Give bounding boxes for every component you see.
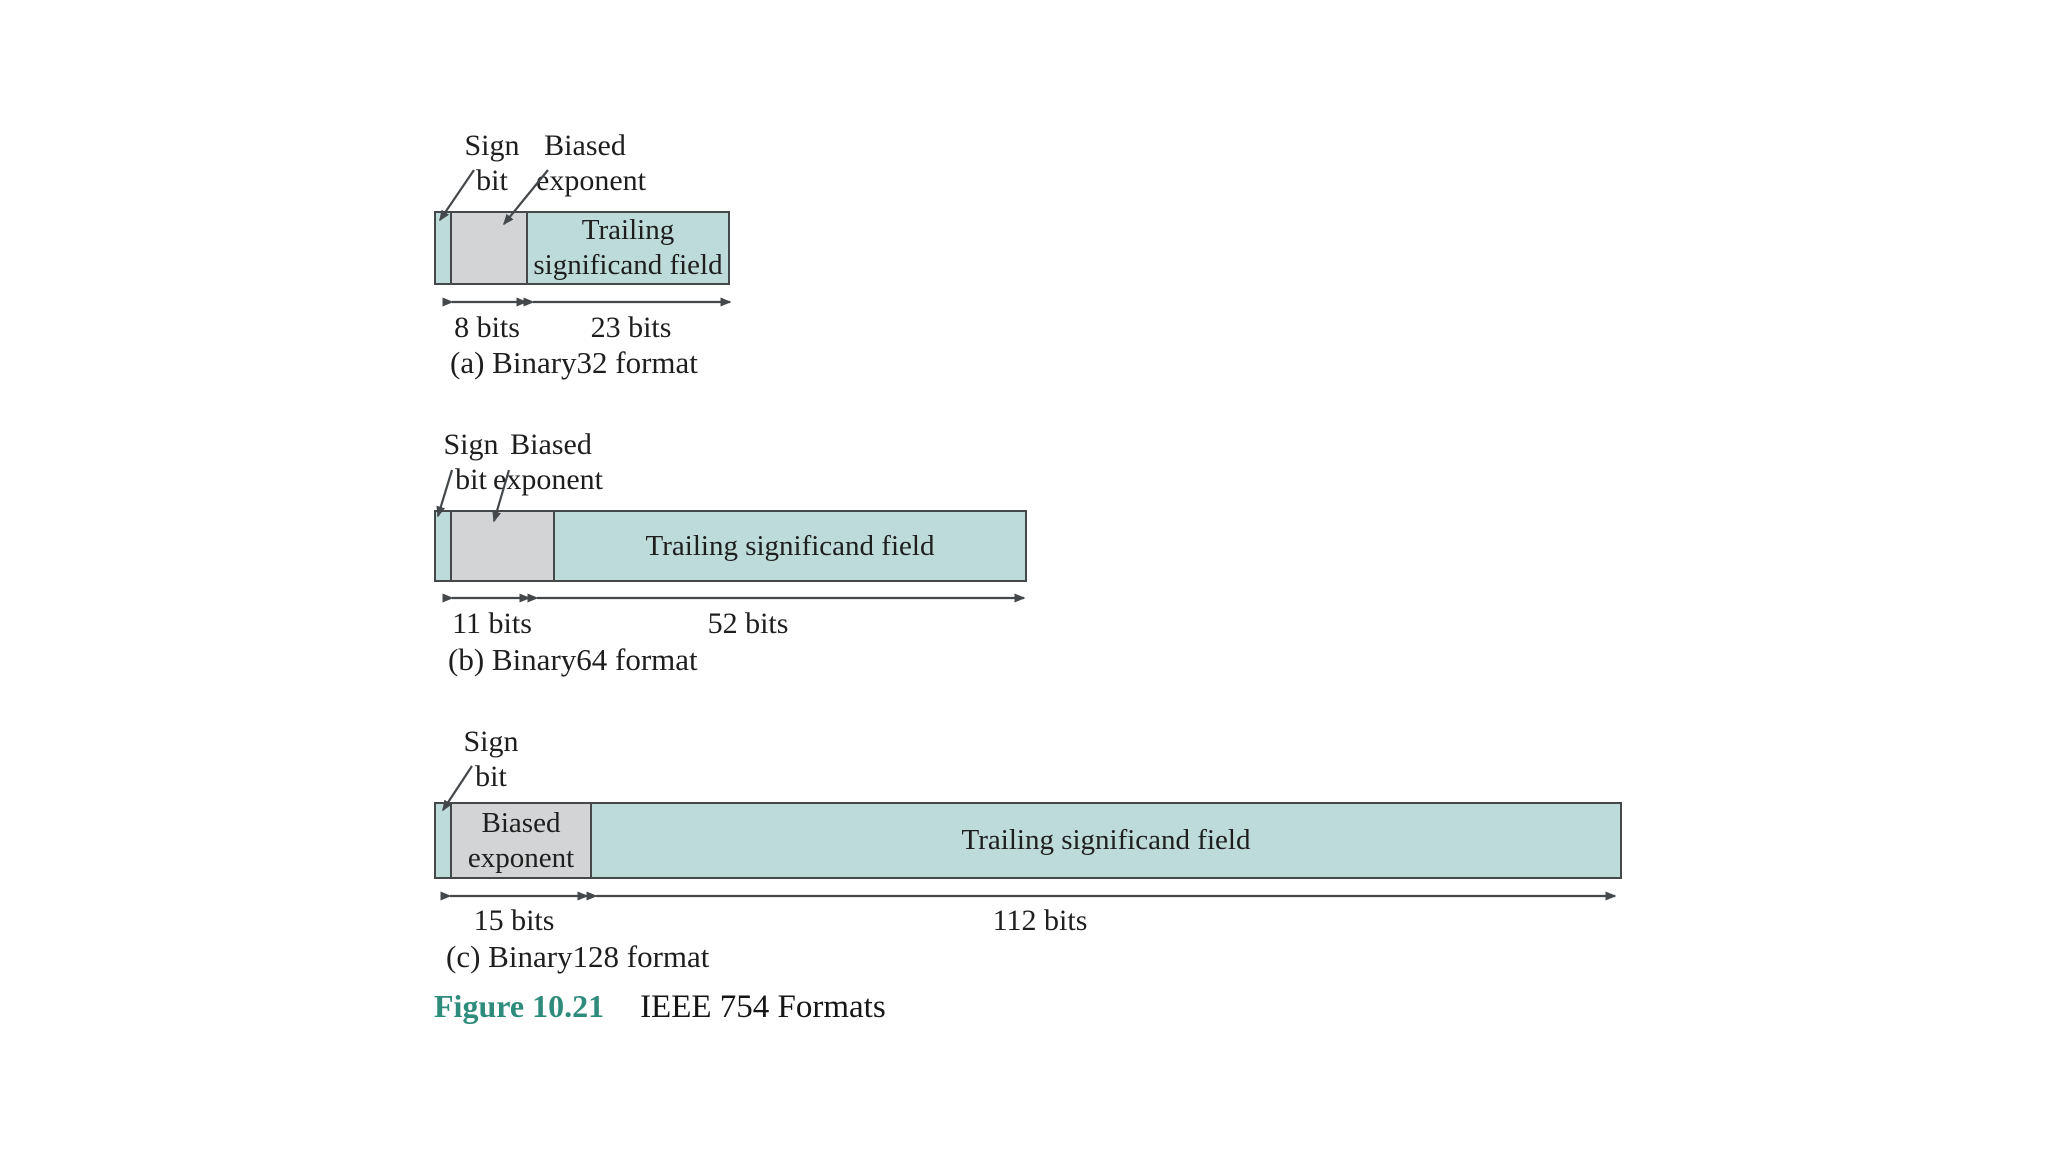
exponent-field-cell bbox=[452, 213, 528, 283]
figure-title: IEEE 754 Formats bbox=[640, 989, 886, 1025]
significand-field-cell: Trailing significand field bbox=[592, 804, 1620, 877]
significand-field-cell: Trailing significand field bbox=[528, 213, 728, 283]
format-b-box: Trailing significand field bbox=[434, 510, 1027, 582]
significand-field-label: Trailing significand field bbox=[961, 824, 1251, 857]
sign-bit-label-line1: Sign bbox=[463, 725, 519, 758]
exponent-bits-label: 11 bits bbox=[452, 607, 532, 640]
significand-field-cell: Trailing significand field bbox=[555, 512, 1025, 580]
sign-bit-label-line2: bit bbox=[475, 760, 507, 793]
exponent-bits-label: 15 bits bbox=[473, 904, 555, 937]
significand-bits-label: 112 bits bbox=[992, 904, 1088, 937]
figure-caption: Figure 10.21 IEEE 754 Formats bbox=[434, 988, 886, 1026]
biased-exponent-label-line2: exponent bbox=[467, 841, 575, 874]
biased-exponent-label-line2: exponent bbox=[493, 463, 603, 496]
sign-bit-label-line1: Sign bbox=[443, 428, 499, 461]
biased-exponent-label-line1: Biased bbox=[544, 129, 626, 162]
sign-bit-label-line2: bit bbox=[476, 164, 508, 197]
biased-exponent-label-line1: Biased bbox=[481, 806, 561, 839]
significand-field-label-line2: significand field bbox=[533, 249, 723, 281]
significand-field-label: Trailing significand field bbox=[645, 529, 935, 562]
exponent-field-cell bbox=[452, 512, 555, 580]
format-a-box: Trailing significand field bbox=[434, 211, 730, 285]
sign-bit-label-line1: Sign bbox=[464, 129, 520, 162]
exponent-field-cell: Biased exponent bbox=[452, 804, 592, 877]
format-a-caption: (a) Binary32 format bbox=[450, 345, 698, 380]
significand-field-label-line1: Trailing bbox=[581, 214, 675, 247]
biased-exponent-label-line1: Biased bbox=[510, 428, 592, 461]
sign-bit-label-line2: bit bbox=[455, 463, 487, 496]
significand-bits-label: 52 bits bbox=[707, 607, 789, 640]
format-c-caption: (c) Binary128 format bbox=[446, 939, 710, 974]
biased-exponent-label-line2: exponent bbox=[536, 164, 646, 197]
sign-bit-cell bbox=[436, 804, 452, 877]
figure-number: Figure 10.21 bbox=[434, 988, 605, 1024]
format-c-box: Biased exponent Trailing significand fie… bbox=[434, 802, 1622, 879]
sign-bit-cell bbox=[436, 512, 452, 580]
sign-bit-cell bbox=[436, 213, 452, 283]
exponent-bits-label: 8 bits bbox=[454, 311, 520, 344]
format-b-caption: (b) Binary64 format bbox=[448, 642, 698, 677]
significand-bits-label: 23 bits bbox=[590, 311, 672, 344]
